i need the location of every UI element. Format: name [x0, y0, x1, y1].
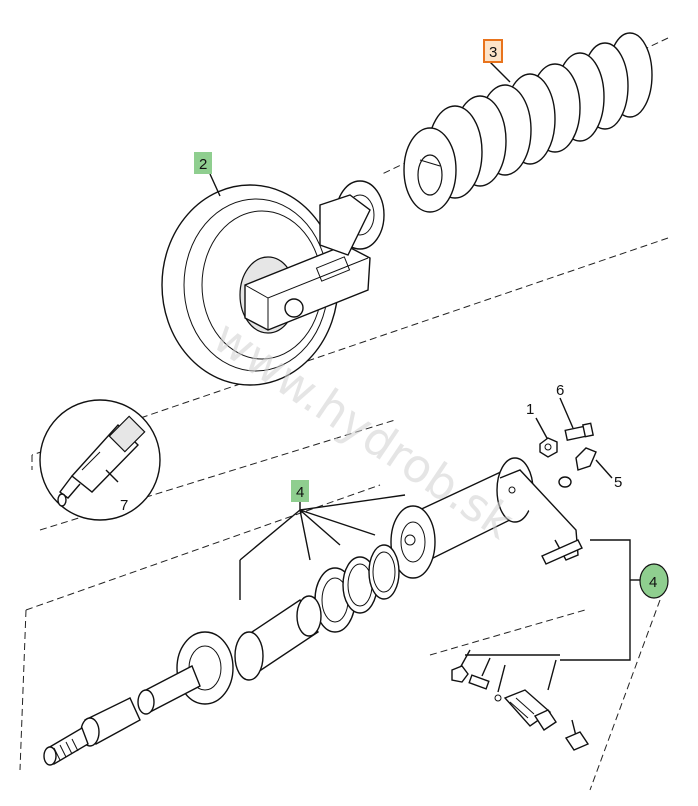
callout-4-valves: 4 — [639, 563, 669, 599]
label-7: 7 — [120, 497, 128, 514]
grease-valve-set — [451, 649, 590, 751]
piston-rod — [43, 631, 234, 766]
callout-4-seals-text: 4 — [296, 484, 304, 501]
callout-4-valves-text: 4 — [649, 574, 657, 591]
front-idler-wheel — [161, 180, 385, 386]
recoil-cylinder — [390, 457, 583, 579]
callout-4-seals: 4 — [291, 480, 309, 502]
label-1: 1 — [526, 401, 534, 418]
callout-3-text: 3 — [489, 44, 497, 61]
label-6: 6 — [556, 382, 564, 399]
tension-spring — [403, 32, 653, 213]
watermark-text: www.hydrob.sk — [204, 309, 524, 549]
hardware-bolts — [535, 397, 613, 488]
seal-kit — [314, 544, 400, 633]
callout-2: 2 — [194, 152, 212, 174]
label-5: 5 — [614, 474, 622, 491]
sealant-tube-detail — [39, 399, 161, 521]
piston-sleeve — [234, 595, 322, 681]
callout-brackets — [105, 61, 640, 661]
callout-3: 3 — [483, 39, 503, 63]
callout-2-text: 2 — [199, 156, 207, 173]
